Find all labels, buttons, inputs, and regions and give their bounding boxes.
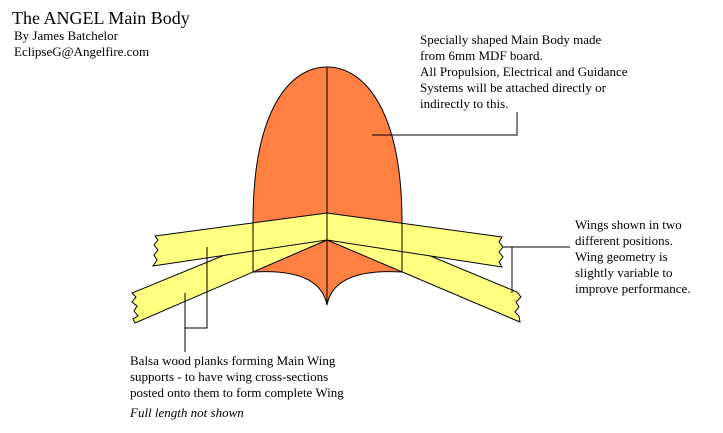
planks-note-line: supports - to have wing cross-sections: [130, 369, 329, 384]
body-note-line: from 6mm MDF board.: [420, 48, 543, 63]
body-note: Specially shaped Main Body made from 6mm…: [420, 32, 628, 112]
body-note-line: Specially shaped Main Body made: [420, 32, 602, 47]
wings-note: Wings shown in two different positions. …: [575, 217, 691, 297]
author: By James Batchelor: [14, 28, 118, 43]
planks-footnote: Full length not shown: [130, 405, 244, 420]
wings-note-line: Wings shown in two: [575, 217, 682, 232]
body-note-line: Systems will be attached directly or: [420, 80, 606, 95]
body-note-line: All Propulsion, Electrical and Guidance: [420, 64, 628, 79]
planks-leader-line: [184, 247, 208, 329]
planks-note: Balsa wood planks forming Main Wing supp…: [130, 353, 344, 421]
wings-note-line: improve performance.: [575, 281, 691, 296]
wings-note-line: Wing geometry is: [575, 249, 668, 264]
wing-plank-right-shallow: [326, 212, 504, 268]
planks-note-line: posted onto them to form complete Wing: [130, 385, 344, 400]
planks-note-line: Balsa wood planks forming Main Wing: [130, 353, 336, 368]
email: EclipseG@Angelfire.com: [14, 44, 150, 59]
page-title: The ANGEL Main Body: [12, 8, 190, 28]
body-leader-line: [372, 112, 518, 136]
wing-plank-left-shallow: [151, 212, 328, 267]
body-note-line: indirectly to this.: [420, 96, 509, 111]
wings-note-line: slightly variable to: [575, 265, 673, 280]
wings-note-line: different positions.: [575, 233, 673, 248]
